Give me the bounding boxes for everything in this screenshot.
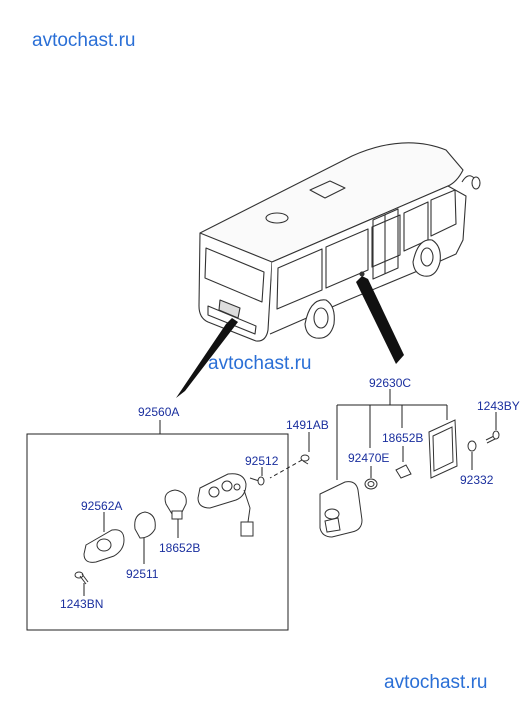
lamp-base-part: [83, 529, 125, 563]
left-group: [26, 420, 289, 631]
watermark-top: avtochast.ru: [32, 30, 136, 51]
clip-part: [300, 454, 310, 465]
socket-housing-part: [197, 473, 265, 537]
screw-part-left: [74, 571, 89, 585]
label-92512: 92512: [245, 454, 279, 468]
nut-part: [364, 478, 378, 490]
label-92470E: 92470E: [348, 451, 389, 465]
label-18652B-right: 18652B: [382, 431, 423, 445]
left-group-frame: [26, 433, 289, 631]
label-92511: 92511: [126, 567, 159, 581]
label-92332: 92332: [460, 473, 494, 487]
bulb-part-left: [164, 489, 187, 520]
right-group: [319, 389, 500, 538]
watermark-bottom: avtochast.ru: [384, 672, 488, 693]
label-92560A: 92560A: [138, 405, 179, 419]
label-18652B-left: 18652B: [159, 541, 200, 555]
bus-illustration: [198, 142, 481, 342]
lamp-cover-part: [428, 419, 458, 479]
lens-part: [134, 511, 156, 539]
pointer-arrows: [176, 276, 404, 398]
watermark-middle: avtochast.ru: [208, 353, 312, 374]
label-1243BY: 1243BY: [477, 399, 520, 413]
label-1243BN: 1243BN: [60, 597, 103, 611]
label-92630C: 92630C: [369, 376, 411, 390]
part-labels: 92560A 92630C 92562A 1243BN 92511 18652B…: [60, 376, 520, 611]
interior-lamp-housing: [319, 481, 363, 538]
bulb-part-right: [395, 464, 412, 479]
label-92562A: 92562A: [81, 499, 122, 513]
washer-part: [467, 440, 477, 452]
label-1491AB: 1491AB: [286, 418, 329, 432]
screw-part-right: [485, 430, 500, 444]
